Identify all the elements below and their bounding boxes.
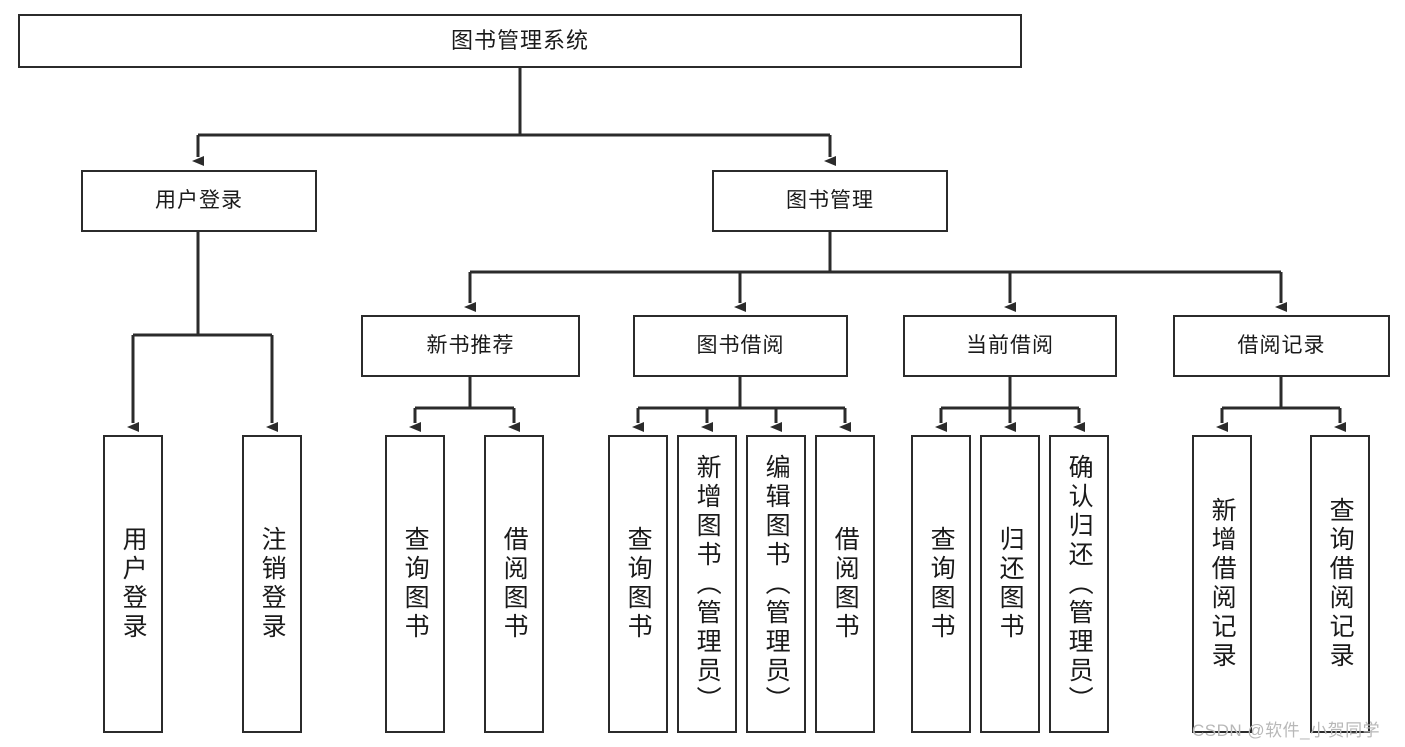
node-book-borrow[interactable]: 图书借阅 (633, 315, 848, 377)
leaf-user-login-logout[interactable]: 注销登录 (242, 435, 302, 733)
leaf-current-borrow-return-book[interactable]: 归还图书 (980, 435, 1040, 733)
node-label: 归还图书 (996, 526, 1025, 642)
node-label: 注销登录 (258, 526, 287, 642)
node-label: 用户登录 (119, 526, 148, 642)
node-label: 用户登录 (155, 189, 243, 213)
node-label: 借阅图书 (500, 526, 529, 642)
node-label: 查询图书 (927, 526, 956, 642)
leaf-current-borrow-query-book[interactable]: 查询图书 (911, 435, 971, 733)
csdn-watermark: CSDN @软件_小贺同学 (1192, 721, 1381, 740)
node-borrow-record[interactable]: 借阅记录 (1173, 315, 1390, 377)
node-label: 借阅图书 (831, 526, 860, 642)
node-label: 查询图书 (401, 526, 430, 642)
node-label: 查询借阅记录 (1326, 497, 1355, 671)
node-label: 当前借阅 (966, 334, 1054, 358)
leaf-new-book-borrow-book[interactable]: 借阅图书 (484, 435, 544, 733)
node-label: 编辑图书（管理员） (762, 453, 791, 715)
node-label: 确认归还（管理员） (1065, 453, 1094, 715)
node-label: 查询图书 (624, 526, 653, 642)
leaf-book-borrow-add-book[interactable]: 新增图书（管理员） (677, 435, 737, 733)
node-root-book-management-system[interactable]: 图书管理系统 (18, 14, 1022, 68)
node-label: 新书推荐 (426, 334, 515, 358)
leaf-book-borrow-borrow-book[interactable]: 借阅图书 (815, 435, 875, 733)
node-label: 借阅记录 (1237, 334, 1326, 358)
leaf-current-borrow-confirm-return[interactable]: 确认归还（管理员） (1049, 435, 1109, 733)
node-label: 新增借阅记录 (1208, 497, 1237, 671)
leaf-book-borrow-edit-book[interactable]: 编辑图书（管理员） (746, 435, 806, 733)
leaf-user-login-login[interactable]: 用户登录 (103, 435, 163, 733)
node-label: 图书借阅 (696, 334, 785, 358)
leaf-new-book-query-book[interactable]: 查询图书 (385, 435, 445, 733)
leaf-book-borrow-query-book[interactable]: 查询图书 (608, 435, 668, 733)
node-label: 图书管理系统 (450, 27, 589, 53)
leaf-borrow-record-add-record[interactable]: 新增借阅记录 (1192, 435, 1252, 733)
node-label: 图书管理 (786, 189, 874, 213)
node-current-borrow[interactable]: 当前借阅 (903, 315, 1117, 377)
node-user-login[interactable]: 用户登录 (81, 170, 317, 232)
node-label: 新增图书（管理员） (693, 453, 722, 715)
node-book-management[interactable]: 图书管理 (712, 170, 948, 232)
node-new-book-recommend[interactable]: 新书推荐 (361, 315, 580, 377)
leaf-borrow-record-query-record[interactable]: 查询借阅记录 (1310, 435, 1370, 733)
